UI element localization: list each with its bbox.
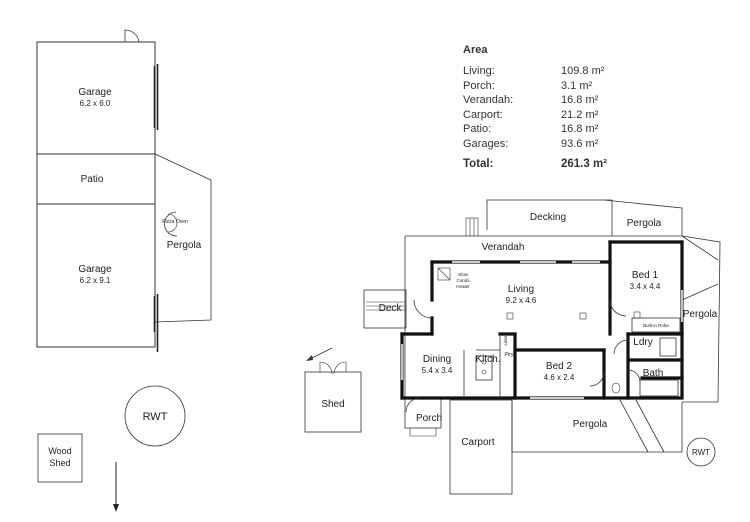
interior-lines [405,299,681,413]
fixtures [437,267,641,394]
living-dims: 9.2 x 4.6 [506,296,537,305]
robe-label: Built-in Robe [643,323,669,328]
area-row: Living: 109.8 m² [463,64,623,79]
pizza-oven-shape [164,211,178,237]
garage1-label: Garage [78,87,112,98]
area-row-label: Carport: [463,108,503,121]
woodshed-label-1: Wood [48,446,71,456]
pantry-label: Ptry [505,352,514,358]
area-total-label: Total: [463,157,494,170]
garage2-dims: 6.2 x 9.1 [80,276,111,285]
area-row-value: 16.8 m² [561,94,599,107]
dining-dims: 5.4 x 3.4 [422,366,453,375]
area-total-value: 261.3 m² [561,157,608,170]
pergola-bottom-label: Pergola [573,419,608,430]
rwt-left-label: RWT [143,411,168,423]
area-row-label: Patio: [463,123,492,136]
garage2-label: Garage [78,264,112,275]
shed-label: Shed [321,399,344,410]
bed1-label: Bed 1 [632,270,659,281]
woodshed-outline [37,433,83,483]
area-row: Patio: 16.8 m² [463,122,623,137]
kitchen-label: Kitch. [475,354,500,365]
windows [401,261,683,399]
garage1-dims: 6.2 x 6.0 [80,99,111,108]
area-total: Total: 261.3 m² [463,158,623,170]
pizza-oven-label: Pizza Oven [162,219,188,225]
area-row-label: Living: [463,65,495,77]
room-labels: Garage 6.2 x 6.0 Patio Garage 6.2 x 9.1 … [48,87,717,468]
woodshed-label-2: Shed [49,458,70,468]
area-row-value: 16.8 m² [561,123,599,136]
area-row: Garages: 93.6 m² [463,137,623,152]
deck-label: Deck [379,303,403,314]
pergola-left-outline [154,153,212,323]
bed2-label: Bed 2 [546,361,573,372]
rwt-left-tank [124,385,186,447]
living-label: Living [508,284,534,295]
porch-label: Porch [416,413,442,424]
rwt-right-tank [686,437,716,467]
decking-label: Decking [530,212,566,223]
area-row: Carport: 21.2 m² [463,108,623,123]
dining-label: Dining [423,354,451,365]
bath-label: Bath [643,368,664,379]
shed-outline [304,371,362,433]
bed2-dims: 4.6 x 2.4 [544,373,575,382]
laundry-label: Ldry [633,337,652,348]
verandah-steps [366,217,479,437]
garage-doors [153,64,159,352]
garage-door-swing [124,29,140,43]
pergola-top-label: Pergola [627,218,662,229]
pergola-left-label: Pergola [167,240,202,251]
heater-label-1: Slow [458,272,469,277]
bed1-dims: 3.4 x 4.4 [630,282,661,291]
area-row-label: Porch: [463,79,495,92]
carport-label: Carport [461,437,495,448]
area-row-label: Verandah: [463,94,514,107]
area-title: Area [463,44,488,56]
pergola-right-label: Pergola [683,309,718,320]
verandah-label: Verandah [482,242,525,253]
area-row-value: 3.1 m² [561,79,593,92]
rwt-right-label: RWT [692,448,710,457]
house-surrounds [363,199,721,495]
area-row: Porch: 3.1 m² [463,79,623,94]
patio-label: Patio [81,174,104,185]
area-row-value: 93.6 m² [561,137,599,150]
area-row: Verandah: 16.8 m² [463,93,623,108]
heater-label-2: Combi [456,278,469,283]
area-row-value: 109.8 m² [561,65,605,77]
area-table: Area Living: 109.8 m² Porch: 3.1 m² Vera… [463,44,623,170]
heater-label-3: Heater [456,284,470,289]
linen-label: Linen [503,334,508,346]
area-row-value: 21.2 m² [561,108,599,121]
area-row-label: Garages: [463,137,509,150]
